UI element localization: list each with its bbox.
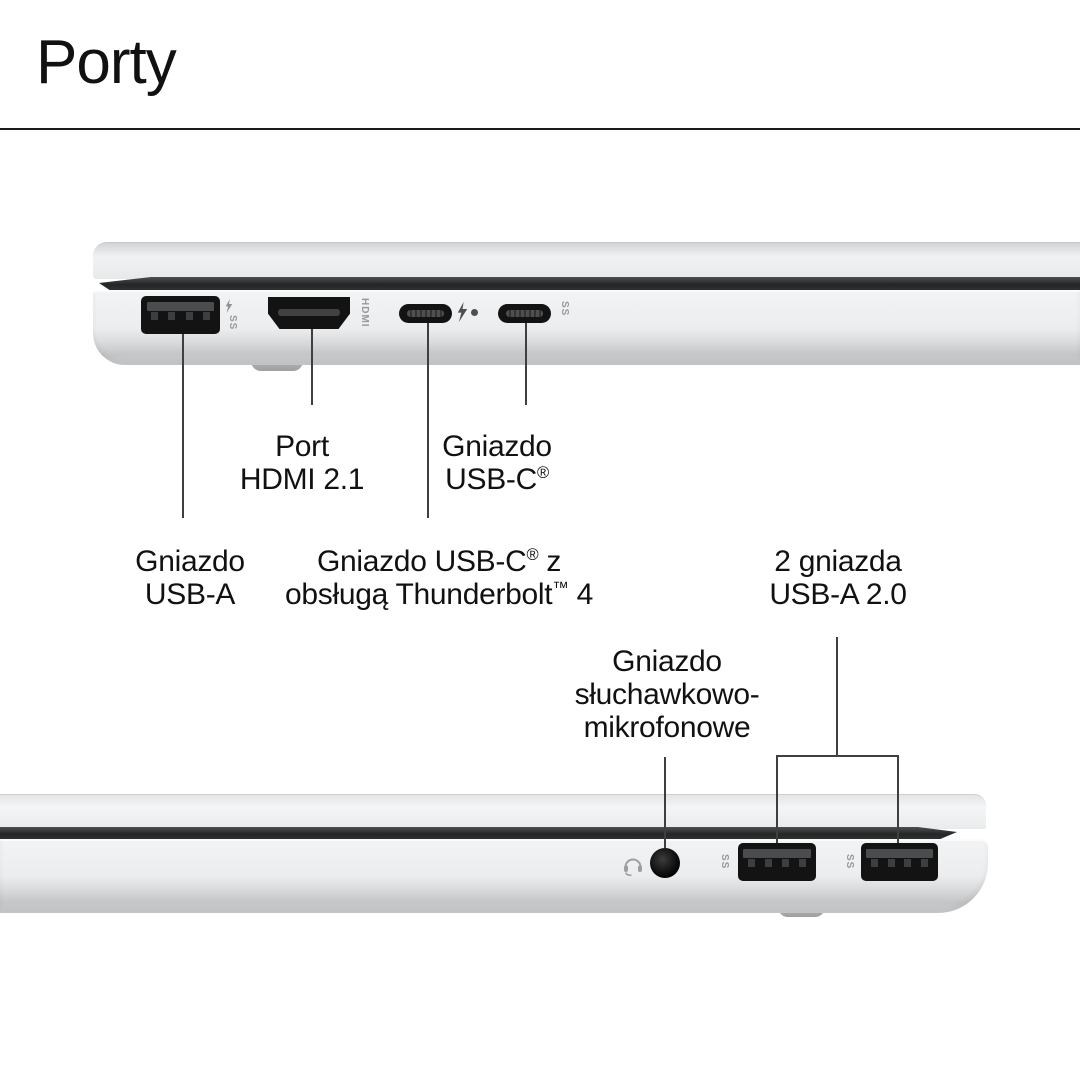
headset-icon: [624, 858, 642, 877]
hdmi-port: [268, 297, 350, 329]
page-title: Porty: [36, 28, 177, 97]
hdmi-slot: [277, 308, 341, 316]
label-usb-c-thunderbolt: Gniazdo USB-C® z obsługą Thunderbolt™ 4: [285, 545, 593, 611]
callout-line-usb-a-2: [897, 755, 899, 843]
charging-lightning-icon: [225, 299, 233, 313]
usb-ss-icon: SS: [227, 315, 238, 331]
label-hdmi: Port HDMI 2.1: [239, 430, 365, 496]
callout-line-usb-c-thunderbolt: [427, 323, 429, 518]
usb-a-tongue: [146, 302, 215, 311]
thunderbolt-icon: [457, 302, 468, 322]
usb-a-pins: [748, 858, 806, 867]
label-usb-a: Gniazdo USB-A: [135, 545, 245, 611]
usb-a-2-port-2: [861, 843, 938, 881]
laptop-base: [93, 290, 1080, 365]
hdmi-marking: HDMI: [359, 298, 370, 328]
label-usb-c: Gniazdo USB-C®: [442, 430, 552, 496]
laptop-hinge-gap: [99, 277, 1080, 291]
header-divider: [0, 128, 1080, 130]
callout-line-usb-a: [182, 334, 184, 518]
label-headset-jack: Gniazdo słuchawkowo- mikrofonowe: [574, 645, 760, 744]
usb-a-tongue: [743, 849, 811, 858]
usb-c-thunderbolt-port: [399, 304, 452, 323]
callout-bracket-2x-usb-a: [776, 755, 899, 757]
callout-line-headset-jack: [664, 757, 666, 848]
thunderbolt-dot-icon: [471, 309, 478, 316]
headphone-microphone-jack: [650, 848, 680, 878]
usb-a-pins: [151, 311, 210, 320]
laptop-base: [0, 839, 988, 913]
usb-c-slot: [407, 310, 444, 317]
usb-a-pins: [871, 858, 928, 867]
usb-ss-icon: SS: [559, 301, 570, 317]
laptop-lid: [93, 242, 1080, 279]
usb-a-port: [141, 296, 220, 334]
callout-line-usb-a-1: [776, 755, 778, 843]
usb-c-port: [498, 304, 551, 323]
callout-line-hdmi: [311, 329, 313, 405]
usb-a-tongue: [866, 849, 933, 858]
usb-c-slot: [506, 310, 543, 317]
callout-stem-2x-usb-a: [836, 637, 838, 755]
callout-line-usb-c: [525, 323, 527, 405]
usb-a-2-port-1: [738, 843, 816, 881]
label-2x-usb-a: 2 gniazda USB-A 2.0: [769, 545, 907, 611]
laptop-lid: [0, 794, 986, 829]
laptop-hinge-gap: [0, 827, 957, 840]
